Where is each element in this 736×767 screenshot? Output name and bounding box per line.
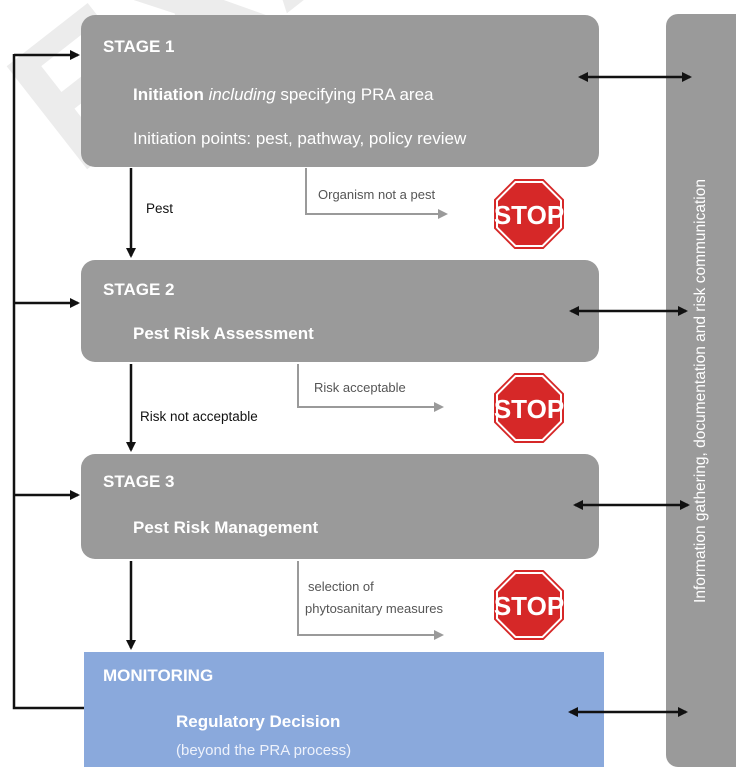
stage-3-title: STAGE 3 [103,472,175,491]
initiation-points: Initiation points: pest, pathway, policy… [133,129,467,148]
information-sidebar: Information gathering, documentation and… [666,14,736,767]
stop-sign-icon: STOP [494,570,564,640]
risk-not-acceptable-label: Risk not acceptable [140,409,258,424]
risk-acceptable-branch [297,364,444,412]
stage-2-box: STAGE 2 Pest Risk Assessment [81,260,599,362]
stage-1-box: STAGE 1 Initiation including specifying … [81,15,599,167]
feedback-loop-line [12,54,84,710]
stage-2-title: STAGE 2 [103,280,175,299]
stop-text: STOP [494,591,564,621]
stage-3-subtitle: Pest Risk Management [133,518,319,537]
stage-1-initiation: Initiation including specifying PRA area [133,85,434,105]
monitoring-title: MONITORING [103,666,214,685]
including-label: including [208,85,276,104]
regulatory-decision: Regulatory Decision [176,712,341,731]
monitoring-note: (beyond the PRA process) [176,742,352,759]
stop-sign-icon: STOP [494,373,564,443]
stop-text: STOP [494,200,564,230]
not-pest-branch [305,168,448,219]
stop-text: STOP [494,394,564,424]
stage-1-title: STAGE 1 [103,37,175,56]
stop-sign-icon: STOP [494,179,564,249]
selection-branch [297,561,444,640]
stage-3-box: STAGE 3 Pest Risk Management [81,454,599,559]
initiation-label: Initiation [133,85,204,104]
selection-label-2: phytosanitary measures [305,601,444,616]
stage-2-subtitle: Pest Risk Assessment [133,324,314,343]
monitoring-box: MONITORING Regulatory Decision (beyond t… [84,652,604,767]
pra-area-label: specifying PRA area [280,85,434,104]
risk-acceptable-label: Risk acceptable [314,380,406,395]
selection-label-1: selection of [308,579,374,594]
pest-label: Pest [146,201,174,216]
not-pest-label: Organism not a pest [318,187,436,202]
